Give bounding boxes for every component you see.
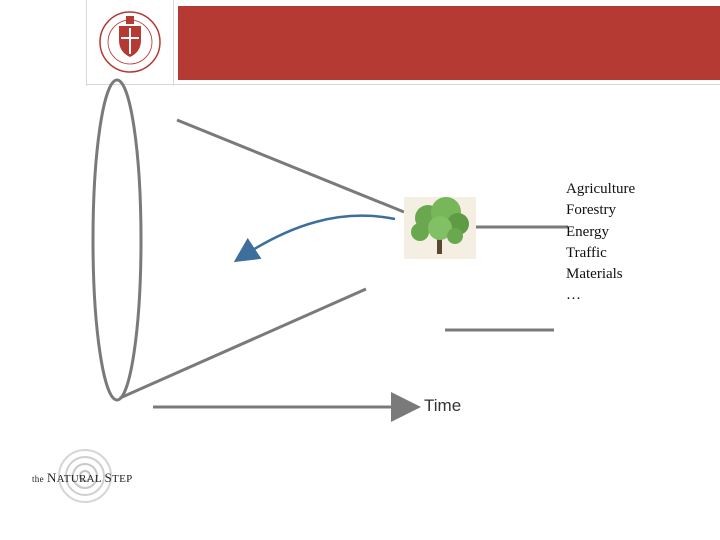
natural-step-wordmark: the NATURAL STEP bbox=[32, 470, 133, 485]
time-axis-label: Time bbox=[424, 396, 462, 415]
funnel-upper-wall bbox=[176, 118, 405, 214]
header-divider bbox=[86, 84, 720, 85]
tree-icon bbox=[404, 197, 476, 259]
natural-step-swirl-icon bbox=[58, 449, 112, 503]
natural-step-logo bbox=[30, 448, 180, 508]
university-seal-icon bbox=[99, 11, 161, 73]
sector-item: … bbox=[566, 287, 581, 304]
sector-list: Agriculture Forestry Energy Traffic Mate… bbox=[566, 179, 635, 307]
sector-item: Forestry bbox=[566, 202, 616, 219]
sector-item: Agriculture bbox=[566, 181, 636, 197]
sector-item: Energy bbox=[566, 223, 610, 240]
opening-ellipse bbox=[91, 78, 143, 402]
curved-arrow bbox=[233, 214, 396, 263]
funnel-lower-wall bbox=[119, 287, 367, 400]
university-logo bbox=[86, 0, 174, 86]
sector-item: Materials bbox=[566, 266, 623, 283]
header-banner bbox=[178, 6, 720, 80]
sector-item: Traffic bbox=[566, 244, 607, 261]
